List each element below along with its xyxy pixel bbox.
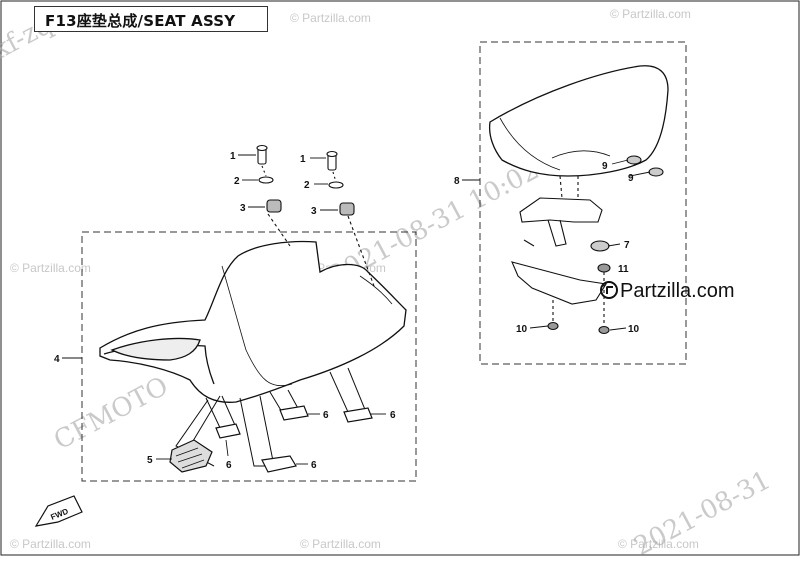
watermark-partzilla: © Partzilla.com <box>300 537 381 551</box>
pillion-seat-group-box <box>479 41 687 365</box>
callout-6: 6 <box>311 460 317 471</box>
callout-3: 3 <box>240 203 246 214</box>
page-title: F13座垫总成/SEAT ASSY <box>45 12 236 30</box>
rider-seat-group-box <box>81 231 417 482</box>
callout-11: 11 <box>618 264 629 275</box>
callout-1: 1 <box>230 151 236 162</box>
callout-6: 6 <box>226 460 232 471</box>
watermark-cfmoto: CFMOTO <box>49 371 173 456</box>
callout-6: 6 <box>323 410 329 421</box>
mount-hardware-right <box>326 150 375 287</box>
fwd-arrow: FWD <box>34 495 83 527</box>
brand-watermark: Partzilla.com <box>600 280 734 303</box>
copyright-icon <box>600 281 618 299</box>
watermark-partzilla: © Partzilla.com <box>610 7 691 21</box>
callout-5: 5 <box>147 455 153 466</box>
rubber-pad <box>215 405 373 473</box>
callout-7: 7 <box>624 240 630 251</box>
callout-1: 1 <box>300 154 306 165</box>
callout-8: 8 <box>454 176 460 187</box>
mount-hardware-left <box>256 144 291 247</box>
pillion-hardware <box>547 155 664 335</box>
callout-9: 9 <box>628 173 634 184</box>
watermark-partzilla: © Partzilla.com <box>290 11 371 25</box>
callout-4: 4 <box>54 354 60 365</box>
rider-seat <box>99 240 407 403</box>
callout-10: 10 <box>516 324 528 335</box>
callout-numbers: 1 2 3 1 2 3 4 5 6 6 6 6 8 9 9 7 11 10 10 <box>54 151 640 471</box>
callout-2: 2 <box>304 180 310 191</box>
pillion-seat <box>488 65 669 177</box>
watermark-date: 2021-08-31 <box>629 465 775 556</box>
pillion-bracket <box>511 175 607 305</box>
callout-10: 10 <box>628 324 640 335</box>
callout-2: 2 <box>234 176 240 187</box>
brand-text: Partzilla.com <box>620 280 735 302</box>
callout-3: 3 <box>311 206 317 217</box>
leader-lines <box>62 154 651 465</box>
watermark-partzilla: © Partzilla.com <box>618 537 699 551</box>
watermark-partzilla: © Partzilla.com <box>10 261 91 275</box>
callout-6: 6 <box>390 410 396 421</box>
callout-9: 9 <box>602 161 608 172</box>
title-box: F13座垫总成/SEAT ASSY <box>34 6 268 32</box>
watermark-partzilla: © Partzilla.com <box>10 537 91 551</box>
seat-latch <box>169 439 213 473</box>
